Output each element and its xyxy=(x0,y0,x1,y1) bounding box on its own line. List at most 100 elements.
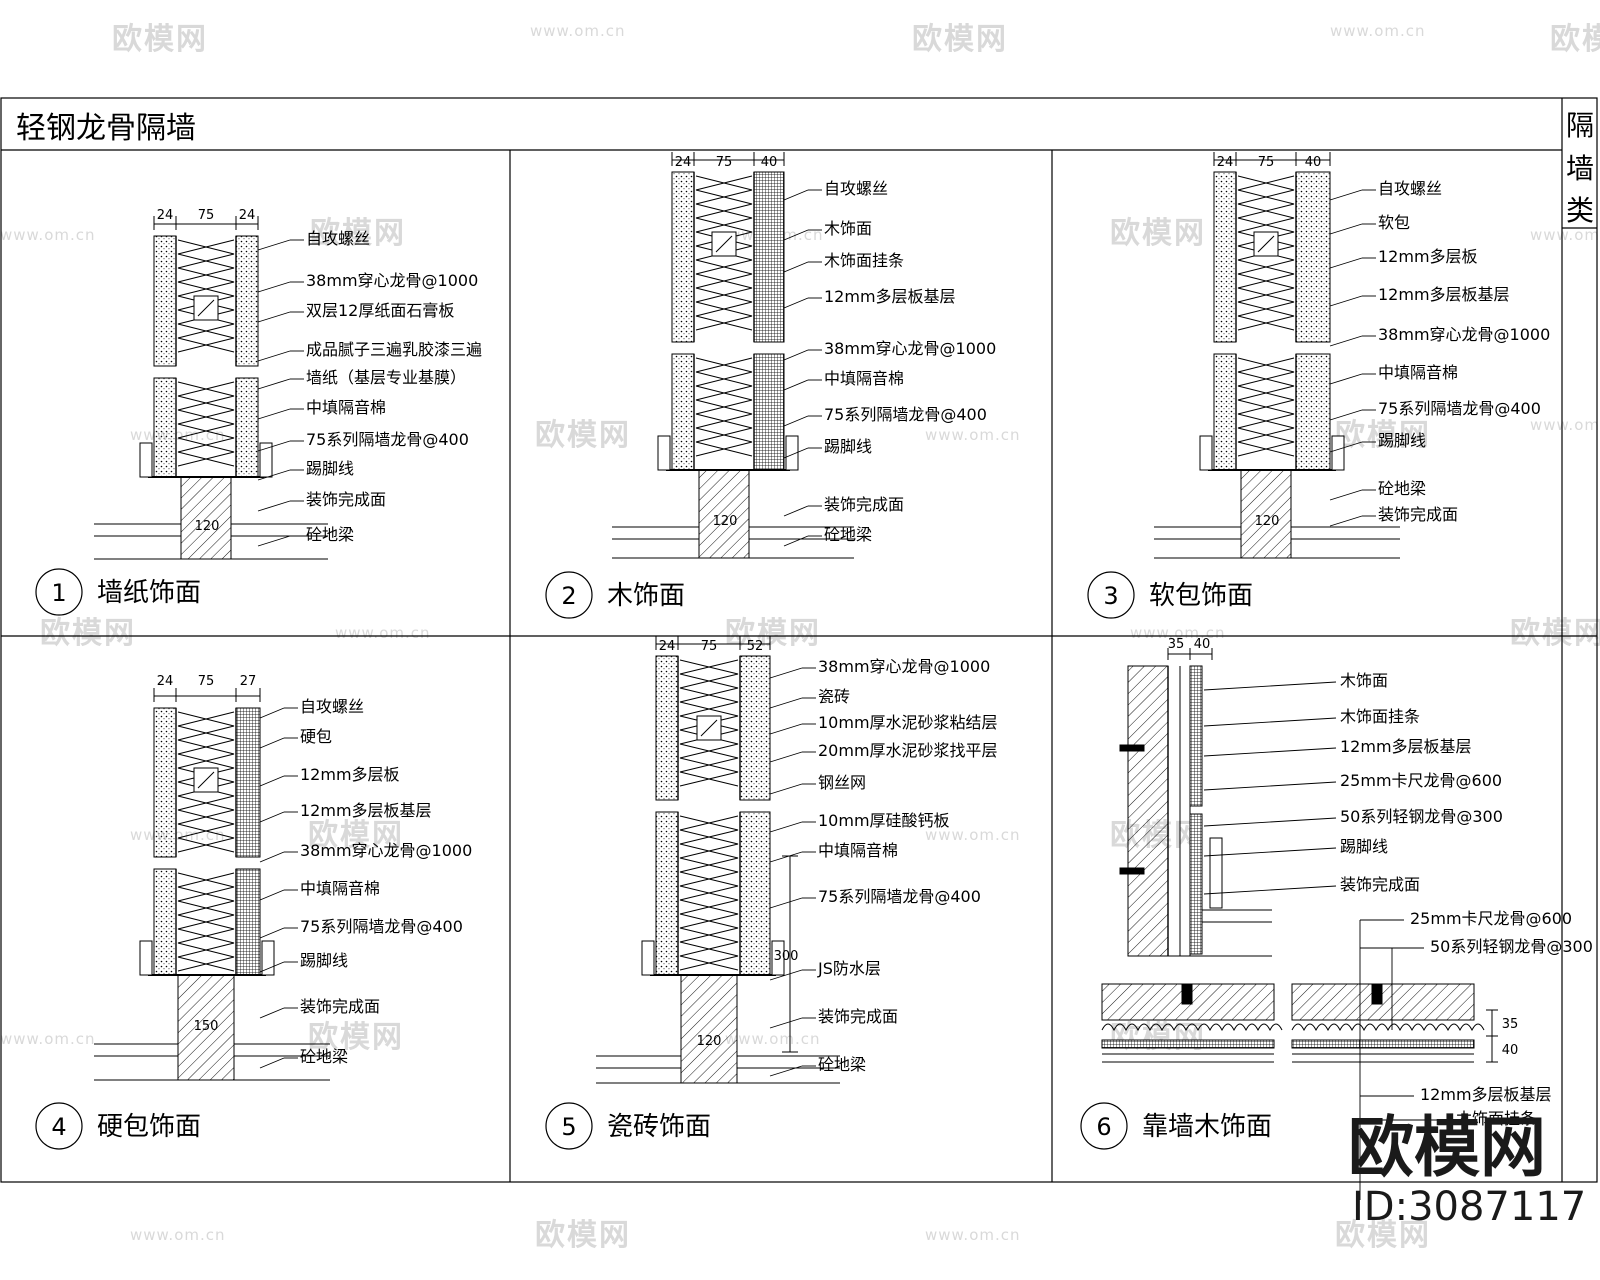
side-label-1: 隔 xyxy=(1566,109,1594,142)
annotation-label: 踢脚线 xyxy=(1340,837,1388,856)
sheet-title: 轻钢龙骨隔墙 xyxy=(16,111,196,146)
dimension-value: 24 xyxy=(239,208,256,223)
annotation-label: 75系列隔墙龙骨@400 xyxy=(1378,399,1541,418)
dimension-value: 24 xyxy=(675,155,692,170)
annotation-label: 砼地梁 xyxy=(824,525,872,544)
dimension-value: 40 xyxy=(1305,155,1322,170)
annotation-label: 砼地梁 xyxy=(818,1055,866,1074)
annotation-label: 木饰面挂条 xyxy=(1340,707,1420,726)
annotation-label: 踢脚线 xyxy=(306,459,354,478)
annotation-label: 砼地梁 xyxy=(1378,479,1426,498)
detail-caption: 木饰面 xyxy=(607,581,685,611)
dimension-value: 300 xyxy=(774,949,799,964)
annotation-label: 砼地梁 xyxy=(306,525,354,544)
dimension-value: 75 xyxy=(701,639,718,654)
detail-number-circle xyxy=(1080,1102,1128,1150)
dimension-value: 24 xyxy=(1217,155,1234,170)
annotation-label: 瓷砖 xyxy=(818,687,850,706)
annotation-label: 中填隔音棉 xyxy=(818,841,898,860)
annotation-label: 墙纸（基层专业基膜） xyxy=(306,368,466,387)
dimension-value: 35 xyxy=(1168,637,1185,652)
dimension-value: 35 xyxy=(1502,1017,1519,1032)
dimension-value: 40 xyxy=(1502,1043,1519,1058)
dimension-value: 24 xyxy=(157,208,174,223)
annotation-label: 中填隔音棉 xyxy=(306,398,386,417)
annotation-label: 12mm多层板 xyxy=(300,765,400,784)
detail-caption: 墙纸饰面 xyxy=(97,578,201,608)
dimension-value: 75 xyxy=(198,674,215,689)
annotation-label: 踢脚线 xyxy=(1378,431,1426,450)
annotation-label: 12mm多层板基层 xyxy=(1420,1085,1552,1104)
dimension-value: 40 xyxy=(761,155,778,170)
annotation-label: JS防水层 xyxy=(817,959,881,978)
annotation-label: 12mm多层板基层 xyxy=(1340,737,1472,756)
detail-number-circle xyxy=(545,1102,593,1150)
detail-caption: 软包饰面 xyxy=(1149,581,1253,611)
dimension-value: 52 xyxy=(747,639,764,654)
annotation-label: 软包 xyxy=(1378,213,1410,232)
brand-logo: 欧模网 xyxy=(1348,1109,1546,1186)
annotation-label: 50系列轻钢龙骨@300 xyxy=(1430,937,1593,956)
annotation-label: 装饰完成面 xyxy=(1340,875,1420,894)
detail-number: 3 xyxy=(1103,582,1118,610)
annotation-label: 20mm厚水泥砂浆找平层 xyxy=(818,741,998,760)
detail-number: 6 xyxy=(1096,1113,1111,1141)
annotation-label: 12mm多层板基层 xyxy=(824,287,956,306)
annotation-label: 装饰完成面 xyxy=(824,495,904,514)
annotation-label: 10mm厚硅酸钙板 xyxy=(818,811,950,830)
annotation-label: 木饰面挂条 xyxy=(1456,1109,1536,1128)
annotation-label: 38mm穿心龙骨@1000 xyxy=(824,339,996,358)
annotation-label: 75系列隔墙龙骨@400 xyxy=(818,887,981,906)
annotation-label: 双层12厚纸面石膏板 xyxy=(306,301,454,320)
annotation-label: 25mm卡尺龙骨@600 xyxy=(1340,771,1502,790)
annotation-label: 成品腻子三遍乳胶漆三遍 xyxy=(306,340,482,359)
annotation-label: 踢脚线 xyxy=(824,437,872,456)
dimension-value: 75 xyxy=(198,208,215,223)
annotation-label: 装饰完成面 xyxy=(300,997,380,1016)
annotation-label: 中填隔音棉 xyxy=(300,879,380,898)
dimension-value: 24 xyxy=(157,674,174,689)
annotation-label: 12mm多层板基层 xyxy=(1378,285,1510,304)
dimension-value: 120 xyxy=(195,519,220,534)
dimension-value: 24 xyxy=(659,639,676,654)
annotation-label: 硬包 xyxy=(300,727,332,746)
detail-number-circle xyxy=(35,1102,83,1150)
detail-number: 2 xyxy=(561,582,576,610)
detail-caption: 硬包饰面 xyxy=(97,1112,201,1142)
annotation-label: 钢丝网 xyxy=(818,773,866,792)
annotation-label: 38mm穿心龙骨@1000 xyxy=(1378,325,1550,344)
detail-number-circle xyxy=(35,568,83,616)
annotation-label: 木饰面 xyxy=(824,219,872,238)
annotation-label: 中填隔音棉 xyxy=(1378,363,1458,382)
annotation-label: 装饰完成面 xyxy=(818,1007,898,1026)
annotation-label: 木饰面挂条 xyxy=(824,251,904,270)
annotation-label: 10mm厚水泥砂浆粘结层 xyxy=(818,713,998,732)
dimension-value: 120 xyxy=(1255,514,1280,529)
annotation-label: 75系列隔墙龙骨@400 xyxy=(824,405,987,424)
annotation-label: 自攻螺丝 xyxy=(1378,179,1442,198)
annotation-label: 75系列隔墙龙骨@400 xyxy=(306,430,469,449)
detail-caption: 瓷砖饰面 xyxy=(607,1112,711,1142)
annotation-label: 自攻螺丝 xyxy=(306,229,370,248)
sheet-frame xyxy=(0,97,1598,1183)
dimension-value: 40 xyxy=(1194,637,1211,652)
annotation-label: 装饰完成面 xyxy=(306,490,386,509)
dimension-value: 75 xyxy=(1258,155,1275,170)
annotation-label: 木饰面 xyxy=(1340,671,1388,690)
annotation-label: 38mm穿心龙骨@1000 xyxy=(306,271,478,290)
detail-number: 4 xyxy=(51,1113,66,1141)
annotation-label: 12mm多层板基层 xyxy=(300,801,432,820)
annotation-label: 踢脚线 xyxy=(300,951,348,970)
side-label-2: 墙 xyxy=(1566,152,1594,185)
dimension-value: 120 xyxy=(697,1034,722,1049)
annotation-label: 自攻螺丝 xyxy=(300,697,364,716)
annotation-label: 砼地梁 xyxy=(300,1047,348,1066)
annotation-label: 装饰完成面 xyxy=(1378,505,1458,524)
detail-caption: 靠墙木饰面 xyxy=(1142,1112,1272,1142)
brand-id: ID:3087117 xyxy=(1352,1184,1587,1230)
